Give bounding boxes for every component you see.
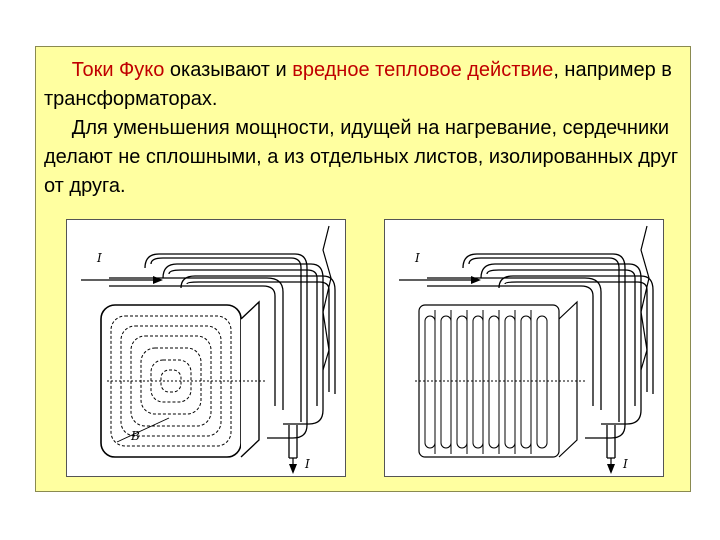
paragraph-2: Для уменьшения мощности, идущей на нагре… — [44, 114, 684, 201]
paragraph-2-text: Для уменьшения мощности, идущей на нагре… — [44, 117, 679, 197]
figure-solid-core: I I B — [66, 219, 346, 477]
current-label-in: I — [96, 251, 102, 265]
paragraph-1-rest: , например в трансформаторах. — [44, 59, 672, 110]
harmful-heating-phrase: вредное тепловое действие — [292, 59, 554, 81]
slide-panel: Токи Фуко оказывают и вредное тепловое д… — [35, 46, 691, 492]
laminated-core-diagram: I I — [399, 225, 654, 474]
figure-laminated-core: I I — [384, 219, 664, 477]
text-block: Токи Фуко оказывают и вредное тепловое д… — [44, 56, 684, 201]
current-label-in: I — [414, 251, 420, 265]
current-label-out: I — [622, 457, 628, 471]
field-label-b: B — [130, 429, 140, 443]
term-foucault-currents: Токи Фуко — [71, 59, 165, 81]
paragraph-1: Токи Фуко оказывают и вредное тепловое д… — [44, 56, 684, 114]
current-label-out: I — [304, 457, 310, 471]
paragraph-1-middle: оказывают и — [164, 59, 293, 81]
solid-core-diagram: I I B — [81, 225, 336, 474]
